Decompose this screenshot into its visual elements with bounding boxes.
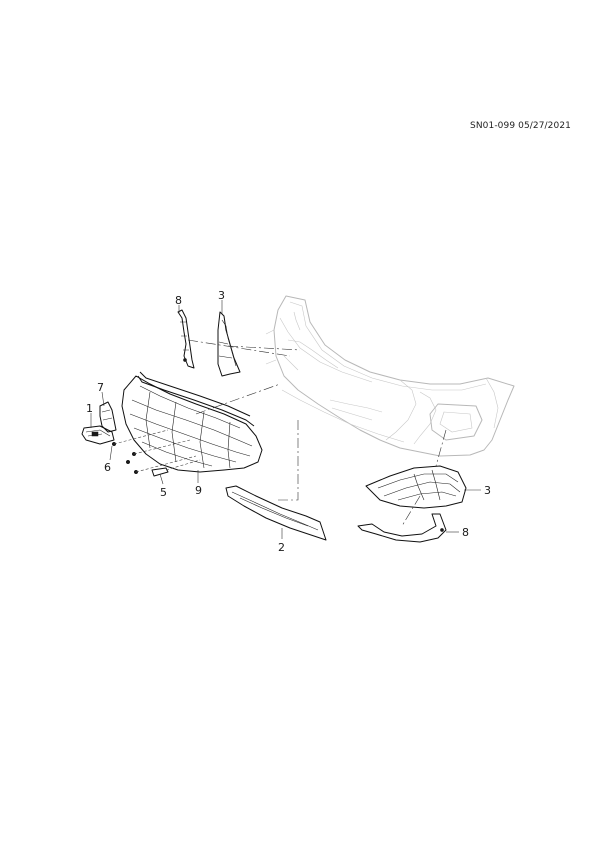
part-6-fasteners: [111, 441, 139, 475]
callout-7: 7: [97, 381, 104, 394]
callout-6: 6: [104, 461, 111, 474]
part-5-clip: [151, 467, 169, 477]
part-7-bracket: [99, 401, 117, 433]
part-2-lower-trim: [225, 485, 327, 541]
callout-9: 9: [195, 484, 202, 497]
callout-labels: 8 3 7 1 6 5 9 2 3 8: [86, 289, 491, 554]
callout-leaders: [90, 300, 481, 539]
callout-3-right: 3: [484, 484, 491, 497]
part-1-sensor-module: [81, 425, 115, 445]
part-8-trim-strip-right: [357, 513, 447, 543]
callout-3-top: 3: [218, 289, 225, 302]
document-reference: SN01-099 05/27/2021: [470, 121, 571, 131]
callout-1: 1: [86, 402, 93, 415]
part-9-grille: [121, 371, 263, 473]
callout-2: 2: [278, 541, 285, 554]
part-3-grille-insert-right: [365, 465, 467, 509]
callout-8-right: 8: [462, 526, 469, 539]
bumper-fascia-outline: [265, 295, 515, 457]
callout-5: 5: [160, 486, 167, 499]
callout-8-top: 8: [175, 294, 182, 307]
assembly-centerlines: [113, 339, 447, 527]
part-3-bracket-upper: [217, 311, 241, 377]
part-8-bracket-left: [177, 309, 195, 369]
